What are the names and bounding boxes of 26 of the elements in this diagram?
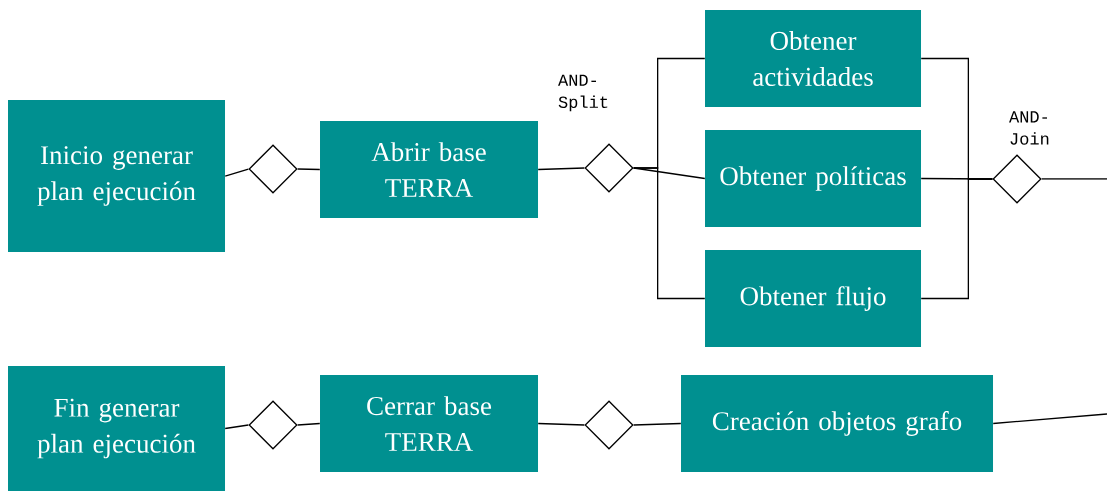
process-box: Fin generar plan ejecución bbox=[8, 366, 225, 491]
connector-line bbox=[537, 167, 585, 171]
gateway-label: AND-Split bbox=[558, 74, 608, 112]
connector-line bbox=[297, 422, 321, 426]
connector-line bbox=[297, 168, 321, 171]
connector-line bbox=[224, 424, 249, 430]
process-box: Obtener actividades bbox=[705, 10, 921, 107]
gateway-diamond bbox=[248, 400, 298, 450]
gateway-diamond bbox=[992, 154, 1042, 204]
connector-line bbox=[920, 178, 993, 300]
connector-line bbox=[992, 413, 1107, 425]
process-box: Cerrar base TERRA bbox=[320, 375, 538, 472]
gateway-diamond bbox=[584, 400, 634, 450]
gateway-diamond bbox=[584, 143, 634, 193]
process-box: Creación objetos grafo bbox=[681, 375, 993, 472]
connector-line bbox=[633, 422, 682, 426]
process-box: Inicio generar plan ejecución bbox=[8, 100, 225, 252]
connector-line bbox=[633, 167, 706, 300]
gateway-label: AND-Join bbox=[1009, 111, 1049, 145]
process-box: Obtener políticas bbox=[705, 130, 921, 227]
gateway-diamond bbox=[248, 144, 298, 194]
process-box: Abrir base TERRA bbox=[320, 121, 538, 218]
connector-line bbox=[224, 168, 249, 177]
process-box: Obtener flujo bbox=[705, 250, 921, 347]
connector-line bbox=[537, 422, 585, 426]
connector-line bbox=[1041, 178, 1107, 180]
